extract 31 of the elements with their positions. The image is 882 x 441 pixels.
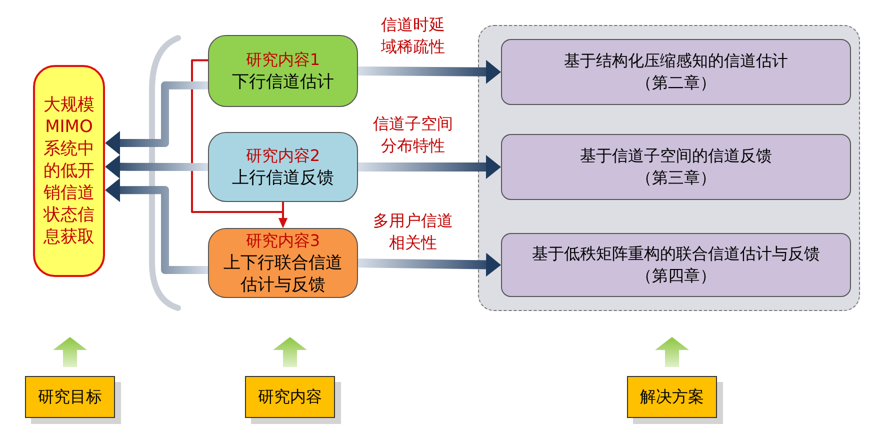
solution-box	[501, 39, 851, 105]
box-text: 大规模MIMO系统中的低开销信道状态信息获取	[42, 94, 96, 248]
box-title: 基于低秩矩阵重构的联合信道估计与反馈	[532, 243, 820, 265]
box-text: 研究目标	[38, 386, 102, 408]
goal-box	[33, 65, 105, 277]
arrow	[278, 202, 288, 228]
content-box	[208, 132, 358, 202]
box-text: 解决方案	[640, 386, 704, 408]
solution-box	[501, 134, 851, 200]
arrow	[358, 60, 501, 84]
box-text: （第二章）	[636, 72, 716, 94]
box-text: 上下行联合信道估计与反馈	[223, 252, 343, 296]
content-box	[208, 228, 358, 298]
solution-panel	[478, 25, 860, 311]
box-text: 上行信道反馈	[232, 167, 334, 189]
arrow	[105, 154, 208, 179]
box-title: 研究内容1	[246, 49, 320, 71]
arrow	[105, 81, 208, 155]
box-text: 研究内容	[258, 386, 322, 408]
box-title: 研究内容2	[246, 145, 320, 167]
arrow	[105, 178, 208, 274]
box-title: 基于结构化压缩感知的信道估计	[564, 50, 788, 72]
box-text: 下行信道估计	[232, 71, 334, 93]
box-text: （第四章）	[636, 265, 716, 287]
content-box	[208, 35, 358, 107]
box-text: （第三章）	[636, 167, 716, 189]
box-title: 研究内容3	[246, 230, 320, 252]
arrow	[358, 252, 501, 277]
arrow	[358, 155, 501, 179]
box-title: 基于信道子空间的信道反馈	[580, 145, 772, 167]
solution-box	[501, 233, 851, 297]
